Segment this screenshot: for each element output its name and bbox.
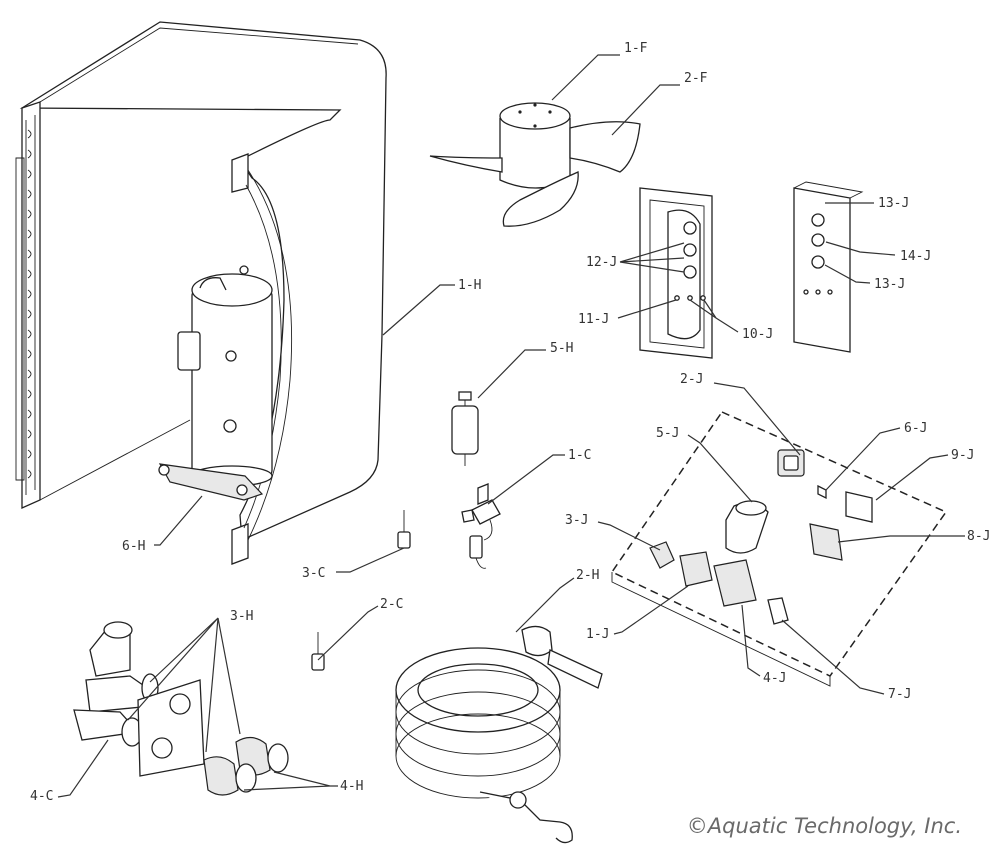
- label-9J: 9-J: [951, 448, 974, 463]
- pressure-switch-2C: [311, 632, 325, 671]
- label-3J: 3-J: [565, 513, 588, 528]
- electrical-panel: [610, 411, 948, 687]
- label-2F: 2-F: [684, 71, 708, 86]
- label-7J: 7-J: [888, 687, 911, 702]
- label-3C: 3-C: [302, 566, 325, 581]
- label-2H: 2-H: [576, 568, 599, 583]
- label-1H: 1-H: [458, 278, 481, 293]
- control-panel-faceplate: [639, 187, 713, 359]
- control-panel-gauge-plate: [793, 181, 864, 353]
- compressor: [158, 265, 273, 501]
- label-13J-bottom: 13-J: [874, 277, 905, 292]
- label-1J: 1-J: [586, 627, 609, 642]
- fan-motor-1F: [499, 102, 571, 189]
- part-labels: 1-F 2-F 1-H 12-J 11-J 10-J 13-J 14-J 13-…: [30, 41, 990, 804]
- label-4C: 4-C: [30, 789, 53, 804]
- label-5J: 5-J: [656, 426, 679, 441]
- label-10J: 10-J: [742, 327, 773, 342]
- copyright-notice: ©Aquatic Technology, Inc.: [686, 814, 962, 838]
- pressure-switch-3C: [397, 510, 411, 549]
- label-4J: 4-J: [763, 671, 786, 686]
- label-11J: 11-J: [578, 312, 609, 327]
- plumbing-fittings: [73, 621, 289, 796]
- label-14J: 14-J: [900, 249, 931, 264]
- label-6J: 6-J: [904, 421, 927, 436]
- label-2C: 2-C: [380, 597, 403, 612]
- label-5H: 5-H: [550, 341, 573, 356]
- cabinet-coil-1H: [15, 21, 387, 565]
- expansion-valve-1C: [461, 483, 501, 569]
- label-1C: 1-C: [568, 448, 591, 463]
- label-2J: 2-J: [680, 372, 703, 387]
- label-4H: 4-H: [340, 779, 363, 794]
- fan-blade-2F: [429, 121, 641, 227]
- label-12J: 12-J: [586, 255, 617, 270]
- coil-tubes: [15, 115, 36, 495]
- label-6H: 6-H: [122, 539, 145, 554]
- label-8J: 8-J: [967, 529, 990, 544]
- heat-exchanger-coil-2H: [395, 625, 603, 844]
- label-1F: 1-F: [624, 41, 648, 56]
- filter-drier-5H: [451, 391, 479, 466]
- label-13J-top: 13-J: [878, 196, 909, 211]
- leader-lines: [57, 54, 965, 798]
- label-3H: 3-H: [230, 609, 253, 624]
